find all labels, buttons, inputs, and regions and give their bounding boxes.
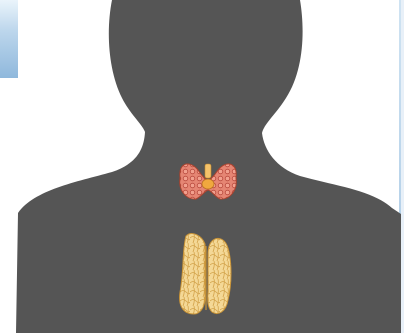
figure-canvas: [0, 0, 404, 333]
anatomy-figure: [0, 0, 404, 333]
